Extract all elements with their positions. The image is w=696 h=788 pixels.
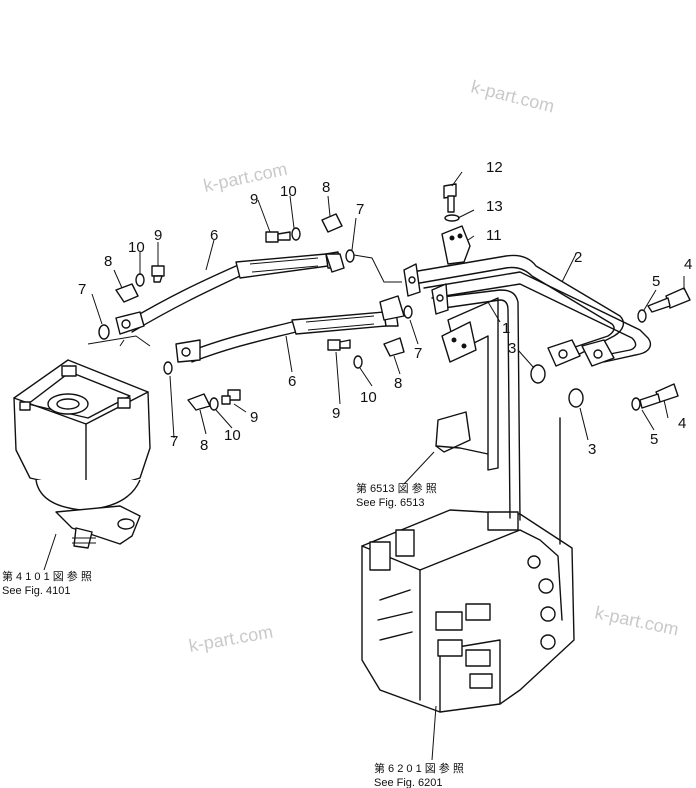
half-clamp-8-b [187,393,211,411]
callout-5: 5 [652,273,660,290]
callout-8: 8 [200,437,208,454]
callout-3: 3 [508,340,516,357]
bolt-9-b [265,231,291,243]
clamp [441,225,471,265]
callout-10: 10 [128,239,145,256]
tube-2 [411,254,652,363]
fig-4101-reference: See Fig. 4101 [2,585,71,597]
o-ring-7-b [163,361,173,375]
washer-5-upper [637,309,647,323]
callout-10: 10 [360,389,377,406]
flange-mid-upper [325,253,345,273]
callout-5: 5 [650,431,658,448]
bolt-4-upper [647,287,691,313]
bolt-9-c [221,389,241,405]
o-ring-7-a [98,324,110,340]
fig-6513-reference: See Fig. 6513 [356,497,425,509]
callout-9: 9 [154,227,162,244]
fig-6513-reference-jp: 第 6513 図 参 照 [356,481,437,495]
washer-5-lower [631,397,641,411]
callout-2: 2 [574,249,582,266]
watermark: k-part.com [187,621,274,655]
half-clamp-8-a [115,283,139,303]
o-ring-7-d [403,305,413,319]
tube-1 [433,289,561,545]
watermark: k-part.com [469,76,556,116]
bolt-4-lower [639,383,679,409]
flange-left-upper [115,311,145,335]
half-clamp-8-d [383,337,405,357]
flange-left-lower [175,339,201,363]
o-ring-3-lower [568,388,584,408]
callout-1: 1 [502,320,510,337]
leader-lines [43,171,685,761]
bolt-12 [443,183,457,213]
watermark: k-part.com [202,159,289,196]
callout-8: 8 [394,375,402,392]
callout-7: 7 [78,281,86,298]
callout-3: 3 [588,441,596,458]
bolt-9-a [151,265,165,283]
watermark: k-part.com [593,602,680,639]
callout-4: 4 [684,256,692,273]
callout-10: 10 [224,427,241,444]
callout-6: 6 [210,227,218,244]
half-clamp-8-c [321,213,343,233]
fig-6201-reference-jp: 第 6 2 0 1 図 参 照 [374,761,464,775]
flange-mid-lower [379,295,405,321]
mounting-bracket [435,297,499,471]
callout-4: 4 [678,415,686,432]
o-ring-7-c [345,249,355,263]
washer-10-a [135,273,145,287]
split-flange-top [403,263,449,315]
callout-10: 10 [280,183,297,200]
callout-9: 9 [332,405,340,422]
washer-10-b [291,227,301,241]
callout-9: 9 [250,191,258,208]
bolt-9-d [327,339,351,351]
washer-10-c [209,397,219,411]
callout-11: 11 [486,227,502,244]
callout-12: 12 [486,159,503,176]
callout-7: 7 [414,345,422,362]
hose-lower [187,311,399,363]
callout-8: 8 [322,179,330,196]
control-valve [361,509,575,713]
fig-4101-reference-jp: 第 4 1 0 1 図 参 照 [2,569,92,583]
washer-10-d [353,355,363,369]
callout-7: 7 [170,433,178,450]
fig-6201-reference: See Fig. 6201 [374,777,443,788]
washer-13 [444,214,460,222]
split-flange-right [547,339,615,367]
callout-8: 8 [104,253,112,270]
callout-13: 13 [486,198,503,215]
callout-9: 9 [250,409,258,426]
callout-7: 7 [356,201,364,218]
swing-motor [13,359,151,549]
o-ring-3-upper [530,364,546,384]
callout-6: 6 [288,373,296,390]
